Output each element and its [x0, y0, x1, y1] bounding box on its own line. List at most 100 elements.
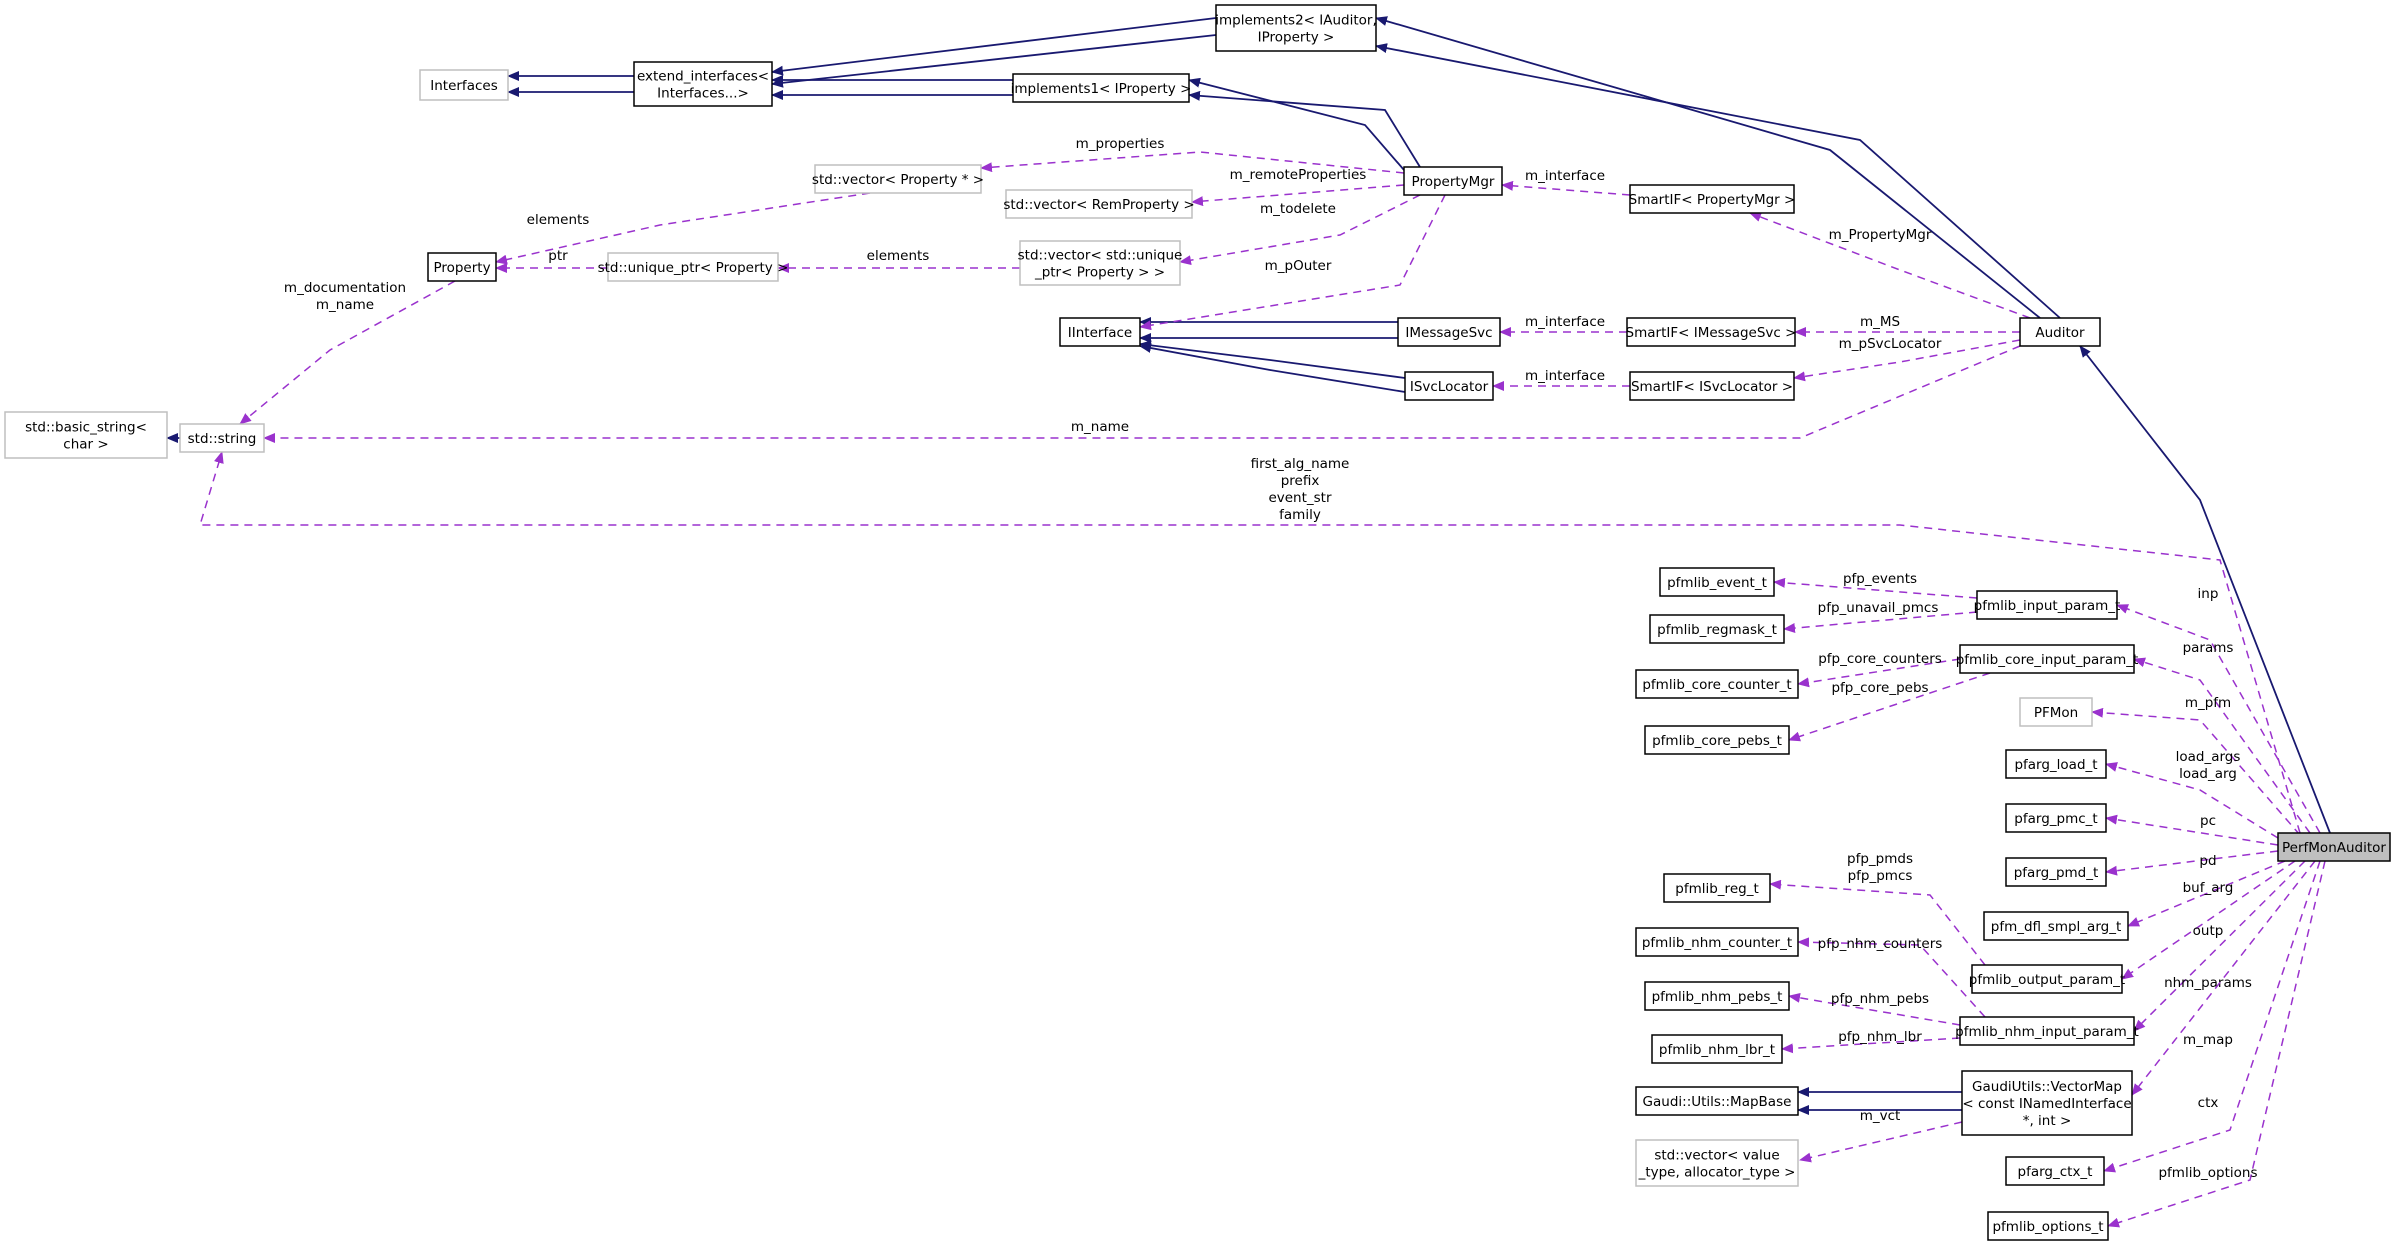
edge-label: m_todelete — [1260, 201, 1336, 217]
class-name: std::vector< std::unique — [1018, 248, 1183, 264]
class-node-pfarg-pmd-t[interactable]: pfarg_pmd_t — [2005, 857, 2107, 887]
edge-label: pfp_pmds — [1847, 851, 1913, 867]
edge-label: m_pSvcLocator — [1839, 336, 1942, 352]
class-node-perfmonauditor[interactable]: PerfMonAuditor — [2277, 832, 2391, 862]
class-node-iinterface[interactable]: IInterface — [1059, 317, 1141, 347]
class-node-basic-string[interactable]: std::basic_string<char > — [4, 411, 168, 459]
class-node-std-string[interactable]: std::string — [179, 423, 265, 453]
usage-arrow — [2103, 860, 2321, 1173]
class-node-pfmlib-options-t[interactable]: pfmlib_options_t — [1987, 1211, 2109, 1241]
edge-label: ctx — [2198, 1095, 2219, 1111]
edge-auditor-to-implements2 — [1375, 16, 2061, 319]
class-node-imessagesvc[interactable]: IMessageSvc — [1397, 317, 1501, 347]
class-node-pfmlib-nhm-pebs-t[interactable]: pfmlib_nhm_pebs_t — [1644, 981, 1790, 1011]
class-node-pfmlib-regmask-t[interactable]: pfmlib_regmask_t — [1649, 614, 1785, 644]
usage-arrow — [2131, 860, 2316, 1096]
class-node-pfmlib-input-param-t[interactable]: pfmlib_input_param_t — [1974, 590, 2121, 620]
usage-arrow — [1501, 180, 1631, 196]
class-node-pfmlib-nhm-counter-t[interactable]: pfmlib_nhm_counter_t — [1635, 927, 1799, 957]
class-box — [1663, 873, 1771, 903]
usage-arrow — [1191, 184, 1405, 207]
class-box — [1959, 1016, 2135, 1046]
class-name: IMessageSvc — [1405, 325, 1492, 341]
class-name: PFMon — [2034, 705, 2078, 721]
edge-label: family — [1279, 507, 1321, 523]
class-name: std::vector< value — [1654, 1148, 1779, 1164]
edge-label: elements — [527, 212, 590, 228]
class-node-pfarg-pmc-t[interactable]: pfarg_pmc_t — [2005, 803, 2107, 833]
class-node-unique-ptr-property[interactable]: std::unique_ptr< Property > — [598, 252, 789, 282]
usage-arrow — [2105, 762, 2279, 839]
edge-perfmonauditor-to-pfarg-pmd-t: pd — [2105, 850, 2279, 876]
class-node-smartif-imessagesvc[interactable]: SmartIF< IMessageSvc > — [1626, 317, 1797, 347]
class-node-vec-value-type[interactable]: std::vector< value_type, allocator_type … — [1635, 1139, 1799, 1187]
class-node-smartif-propertymgr[interactable]: SmartIF< PropertyMgr > — [1629, 184, 1796, 214]
class-node-pfmlib-reg-t[interactable]: pfmlib_reg_t — [1663, 873, 1771, 903]
class-name: implements1< IProperty > — [1011, 81, 1192, 97]
class-node-extend-interfaces[interactable]: extend_interfaces<Interfaces...> — [633, 61, 773, 107]
usage-arrow — [263, 345, 2021, 443]
edge-label: nhm_params — [2164, 975, 2252, 991]
class-node-pfmlib-event-t[interactable]: pfmlib_event_t — [1659, 567, 1775, 597]
edge-perfmonauditor-to-pfmlib-output-param-t: outp — [2121, 860, 2296, 980]
class-node-mapbase[interactable]: Gaudi::Utils::MapBase — [1635, 1086, 1799, 1116]
class-node-pfmlib-core-counter-t[interactable]: pfmlib_core_counter_t — [1635, 669, 1799, 699]
class-node-implements2[interactable]: implements2< IAuditor,IProperty > — [1215, 4, 1377, 52]
edge-label: pfp_core_pebs — [1831, 680, 1928, 696]
usage-arrow — [1799, 1121, 1963, 1163]
class-node-pfmon[interactable]: PFMon — [2019, 697, 2093, 727]
class-box — [1019, 240, 1181, 286]
class-name: pfm_dfl_smpl_arg_t — [1991, 919, 2122, 935]
class-node-auditor[interactable]: Auditor — [2019, 317, 2101, 347]
usage-arrow — [239, 280, 456, 425]
edge-label: m_vct — [1860, 1108, 1901, 1124]
class-node-pfmlib-core-input-param-t[interactable]: pfmlib_core_input_param_t — [1956, 644, 2139, 674]
class-name: IProperty > — [1258, 30, 1335, 46]
class-node-pfmlib-nhm-lbr-t[interactable]: pfmlib_nhm_lbr_t — [1651, 1034, 1783, 1064]
edge-label: pfp_events — [1843, 571, 1917, 587]
class-name: std::unique_ptr< Property > — [598, 260, 789, 276]
class-box — [1635, 927, 1799, 957]
usage-arrow — [980, 151, 1405, 174]
class-box — [633, 61, 773, 107]
class-node-smartif-isvclocator[interactable]: SmartIF< ISvcLocator > — [1629, 371, 1795, 401]
class-node-interfaces[interactable]: Interfaces — [419, 69, 509, 101]
class-node-pfmlib-core-pebs-t[interactable]: pfmlib_core_pebs_t — [1644, 725, 1790, 755]
class-name: *, int > — [2023, 1113, 2072, 1129]
class-node-vec-property-ptr[interactable]: std::vector< Property * > — [812, 164, 984, 194]
edge-auditor-to-smartif-isvclocator: m_pSvcLocator — [1793, 336, 2021, 382]
class-node-pfm-dfl-smpl-arg-t[interactable]: pfm_dfl_smpl_arg_t — [1983, 911, 2129, 941]
class-node-implements1[interactable]: implements1< IProperty > — [1011, 73, 1192, 103]
class-box — [1403, 166, 1503, 196]
class-node-pfarg-load-t[interactable]: pfarg_load_t — [2005, 749, 2107, 779]
usage-arrow — [1139, 194, 1446, 331]
edge-vectormap-to-vec-value-type: m_vct — [1799, 1108, 1963, 1163]
edge-auditor-to-std-string: m_name — [263, 345, 2021, 443]
class-node-property[interactable]: Property — [427, 252, 497, 282]
class-node-vectormap[interactable]: GaudiUtils::VectorMap< const INamedInter… — [1961, 1070, 2133, 1136]
class-node-pfarg-ctx-t[interactable]: pfarg_ctx_t — [2005, 1156, 2105, 1186]
class-node-vec-unique-ptr[interactable]: std::vector< std::unique_ptr< Property >… — [1018, 240, 1183, 286]
class-box — [1659, 567, 1775, 597]
class-box — [1959, 644, 2135, 674]
class-box — [1649, 614, 1785, 644]
usage-arrow — [2133, 657, 2311, 834]
class-node-isvclocator[interactable]: ISvcLocator — [1404, 371, 1494, 401]
usage-arrow — [2107, 860, 2326, 1228]
usage-arrow — [2105, 850, 2279, 876]
class-name: IInterface — [1068, 325, 1132, 341]
class-box — [1635, 669, 1799, 699]
class-node-pfmlib-output-param-t[interactable]: pfmlib_output_param_t — [1969, 964, 2125, 994]
class-name: std::string — [188, 431, 257, 447]
edge-perfmonauditor-to-pfarg-pmc-t: pc — [2105, 813, 2279, 846]
class-node-pfmlib-nhm-input-param-t[interactable]: pfmlib_nhm_input_param_t — [1955, 1016, 2139, 1046]
usage-arrow — [2133, 860, 2306, 1032]
class-node-property-mgr[interactable]: PropertyMgr — [1403, 166, 1503, 196]
class-name: pfarg_ctx_t — [2018, 1164, 2093, 1180]
inheritance-arrow — [1139, 343, 1406, 393]
edge-vec-property-ptr-to-property: elements — [495, 192, 871, 265]
class-box — [1397, 317, 1501, 347]
edge-smartif-imessagesvc-to-imessagesvc: m_interface — [1499, 314, 1627, 337]
class-node-vec-rem-property[interactable]: std::vector< RemProperty > — [1003, 189, 1195, 219]
